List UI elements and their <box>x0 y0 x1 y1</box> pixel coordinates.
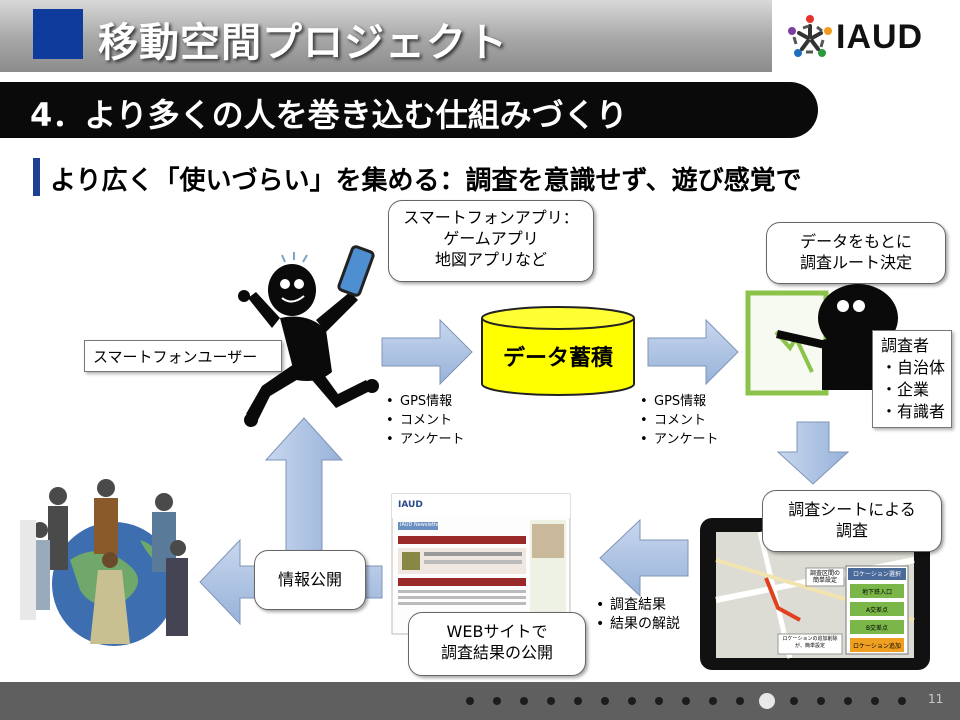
arrow-investigator-to-survey <box>776 421 850 485</box>
nav-dot[interactable] <box>601 697 609 705</box>
nav-dot[interactable] <box>493 697 501 705</box>
section-title: 4．より多くの人を巻き込む仕組みづくり <box>30 96 628 134</box>
tablet-menu-item: ロケーション追加 <box>853 643 901 650</box>
bullet-item: アンケート <box>640 430 718 449</box>
nav-dot[interactable] <box>655 697 663 705</box>
nav-dot[interactable] <box>466 697 474 705</box>
tablet-menu-item: 地下鉄入口 <box>861 589 892 596</box>
info-disclosure-label: 情報公開 <box>254 550 366 610</box>
tablet-menu-item: A交差点 <box>865 607 889 614</box>
people-globe-illustration <box>20 479 188 646</box>
arrow-up-to-user <box>264 417 344 567</box>
nav-dot[interactable] <box>736 697 744 705</box>
bullet-item: コメント <box>640 411 718 430</box>
header-accent-square <box>33 9 83 59</box>
nav-dot[interactable] <box>520 697 528 705</box>
web-callout-line-1: WEBサイトで <box>446 622 548 641</box>
bullets-right: GPS情報 コメント アンケート <box>640 392 718 449</box>
nav-dot[interactable] <box>871 697 879 705</box>
page-number: 11 <box>928 692 944 706</box>
footer-bar <box>0 682 960 720</box>
bullets-left: GPS情報 コメント アンケート <box>386 392 464 449</box>
arrow-survey-to-web <box>599 518 689 598</box>
bullet-item: アンケート <box>386 430 464 449</box>
investigators-box: 調査者 ・自治体 ・企業 ・有識者 <box>872 330 952 428</box>
tablet-route-note: 調査区間の簡単設定 <box>809 570 840 584</box>
tablet-menu-header: ロケーション選択 <box>853 571 901 578</box>
nav-dot[interactable] <box>682 697 690 705</box>
results-bullets: 調査結果 結果の解説 <box>596 596 680 634</box>
tablet-menu-item: B交差点 <box>865 625 889 632</box>
arrow-user-to-data <box>381 318 473 386</box>
bullet-item: 調査結果 <box>596 596 680 615</box>
nav-dot[interactable] <box>817 697 825 705</box>
survey-callout: 調査シートによる 調査 <box>762 490 942 552</box>
investigator-item: ・自治体 <box>881 358 946 377</box>
bullet-item: 結果の解説 <box>596 615 680 634</box>
investigators-title: 調査者 <box>881 336 930 355</box>
tablet-device <box>700 518 930 670</box>
nav-dot-active[interactable] <box>759 693 775 709</box>
route-callout-line-2: 調査ルート決定 <box>799 253 912 272</box>
database-label: データ蓄積 <box>502 346 613 371</box>
web-thumb-logo: IAUD <box>398 500 423 510</box>
investigator-item: ・企業 <box>881 380 930 399</box>
web-thumb-newsletter: IAUD Newsletter <box>400 522 442 528</box>
app-callout: スマートフォンアプリ： ゲームアプリ 地図アプリなど <box>388 200 594 282</box>
bullet-item: コメント <box>386 411 464 430</box>
arrow-data-to-investigator <box>647 318 739 386</box>
nav-dot[interactable] <box>844 697 852 705</box>
route-callout-line-1: データをもとに <box>800 232 912 251</box>
smartphone-user-figure <box>238 245 379 427</box>
survey-callout-line-2: 調査 <box>835 521 868 540</box>
app-callout-line-3: 地図アプリなど <box>434 250 547 269</box>
survey-callout-line-1: 調査シートによる <box>788 500 916 519</box>
subheading: より広く「使いづらい」を集める：調査を意識せず、遊び感覚で <box>50 166 802 196</box>
nav-dot[interactable] <box>790 697 798 705</box>
subheading-bar <box>33 158 40 196</box>
nav-dot[interactable] <box>898 697 906 705</box>
nav-dot[interactable] <box>574 697 582 705</box>
investigator-item: ・有識者 <box>881 402 946 421</box>
web-callout-line-2: 調査結果の公開 <box>440 643 553 662</box>
tablet-add-note: ロケーションの追加削除が、簡単設定 <box>782 636 838 649</box>
web-callout: WEBサイトで 調査結果の公開 <box>408 612 586 676</box>
nav-dot[interactable] <box>547 697 555 705</box>
app-callout-line-2: ゲームアプリ <box>443 229 539 248</box>
nav-dot[interactable] <box>628 697 636 705</box>
iaud-logo-mark-icon <box>788 15 832 57</box>
bullet-item: GPS情報 <box>640 392 718 411</box>
smartphone-user-label: スマートフォンユーザー <box>84 340 282 372</box>
page-title: 移動空間プロジェクト <box>98 20 508 66</box>
investigator-figure <box>745 284 898 396</box>
database-cylinder <box>481 306 635 396</box>
bullet-item: GPS情報 <box>386 392 464 411</box>
app-callout-line-1: スマートフォンアプリ： <box>403 208 579 227</box>
logo-text: IAUD <box>836 18 924 56</box>
nav-dot[interactable] <box>709 697 717 705</box>
section-banner <box>0 82 818 138</box>
route-callout: データをもとに 調査ルート決定 <box>766 222 946 284</box>
